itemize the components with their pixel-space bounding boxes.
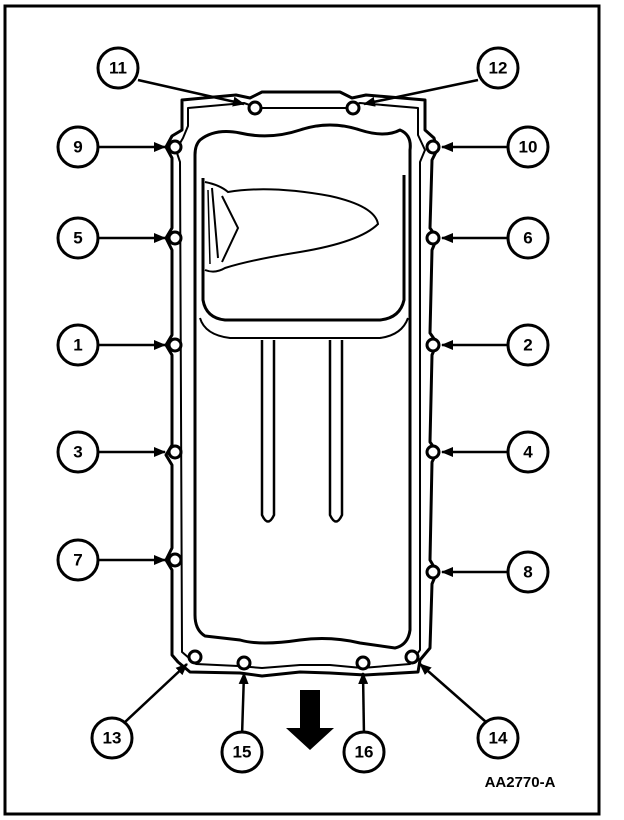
leader-arrows xyxy=(98,78,508,737)
callout-label: 11 xyxy=(109,59,127,78)
bolt-icon xyxy=(404,649,420,665)
callout-label: 9 xyxy=(73,138,82,157)
bolt-icon xyxy=(345,100,361,116)
callout-label: 13 xyxy=(103,729,122,748)
callout-label: 2 xyxy=(523,336,532,355)
bolt-icon xyxy=(355,655,371,671)
callout-label: 6 xyxy=(523,229,532,248)
callout-label: 3 xyxy=(73,443,82,462)
callout-label: 12 xyxy=(489,59,508,78)
bolt-icon xyxy=(187,649,203,665)
callout-label: 16 xyxy=(355,743,374,762)
callout-circles xyxy=(56,46,550,774)
oil-pan-flange xyxy=(164,90,439,678)
callout-label: 14 xyxy=(489,729,508,748)
bolt-icon xyxy=(247,100,263,116)
bolt-icon xyxy=(167,139,183,155)
bolt-icon xyxy=(236,655,252,671)
figure-id: AA2770-A xyxy=(485,774,556,791)
callout-label: 5 xyxy=(73,229,82,248)
bolt-icon xyxy=(425,337,441,353)
callout-label: 4 xyxy=(523,443,533,462)
callout-labels: 1 2 3 4 5 6 7 8 9 10 11 12 13 14 15 16 xyxy=(73,59,537,762)
figure-border xyxy=(3,4,601,816)
bolts xyxy=(167,100,441,671)
callout-label: 10 xyxy=(519,138,538,157)
bolt-icon xyxy=(167,552,183,568)
callout-label: 8 xyxy=(523,563,532,582)
oil-pan-ribs xyxy=(260,340,344,523)
bolt-icon xyxy=(167,444,183,460)
callout-label: 1 xyxy=(73,336,82,355)
bolt-icon xyxy=(425,139,441,155)
oil-pan-sump xyxy=(199,175,409,339)
bolt-icon xyxy=(425,230,441,246)
callout-label: 15 xyxy=(233,743,252,762)
bolt-icon xyxy=(425,564,441,580)
bolt-icon xyxy=(425,444,441,460)
front-direction-arrow-icon xyxy=(286,690,334,750)
bolt-icon xyxy=(167,337,183,353)
callout-label: 7 xyxy=(73,551,82,570)
bolt-icon xyxy=(167,230,183,246)
